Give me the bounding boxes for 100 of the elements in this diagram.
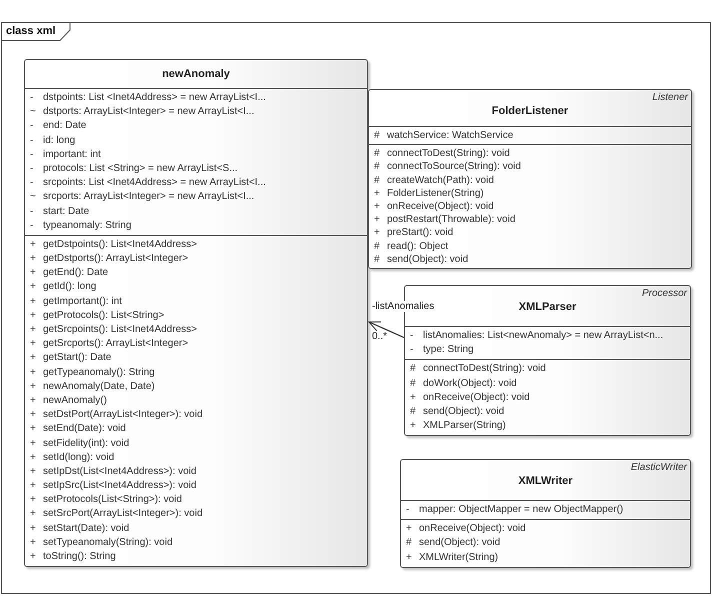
attribute-text: type: String (423, 343, 474, 358)
stereotype-label: ElasticWriter (630, 461, 688, 473)
visibility-symbol: + (29, 238, 37, 252)
visibility-symbol: + (405, 522, 413, 536)
operation-text: setSrcPort(ArrayList<Integer>): void (43, 507, 203, 522)
attribute-text: mapper: ObjectMapper = new ObjectMapper() (419, 503, 624, 517)
operation-text: XMLParser(String) (423, 419, 506, 434)
visibility-symbol: + (29, 550, 37, 564)
operation-text: getTypeanomaly(): String (43, 366, 155, 380)
operation-text: toString(): String (43, 550, 116, 564)
visibility-symbol: - (29, 91, 34, 105)
attribute-text: watchService: WatchService (387, 129, 514, 142)
visibility-symbol: ~ (29, 105, 37, 120)
class-box (368, 89, 692, 269)
visibility-symbol: + (29, 536, 37, 550)
visibility-symbol: - (29, 134, 34, 148)
visibility-symbol: - (29, 176, 34, 190)
visibility-symbol: + (29, 351, 37, 366)
visibility-symbol: + (409, 390, 417, 405)
visibility-symbol: # (373, 240, 381, 253)
visibility-symbol: + (29, 408, 37, 422)
visibility-symbol: + (373, 213, 381, 226)
operation-text: doWork(Object): void (423, 376, 517, 391)
operation-text: getSrcports(): ArrayList<Integer> (43, 337, 188, 352)
operation-text: connectToDest(String): void (423, 362, 546, 376)
operation-text: getDstports(): ArrayList<Integer> (43, 252, 188, 266)
visibility-symbol: + (29, 522, 37, 536)
operation-text: getStart(): Date (43, 351, 112, 366)
operation-text: getDstpoints(): List<Inet4Address> (43, 238, 197, 252)
class-box (24, 59, 368, 568)
class-name: FolderListener (492, 105, 568, 117)
visibility-symbol: + (29, 436, 37, 450)
attribute-text: srcpoints: List <Inet4Address> = new ArrayList<I... (43, 176, 266, 190)
role-label: -listAnomalies (372, 301, 434, 312)
attribute-text: typeanomaly: String (43, 218, 132, 233)
visibility-symbol: + (29, 280, 37, 294)
operation-text: getImportant(): int (43, 294, 122, 309)
operation-text: setStart(Date): void (43, 522, 130, 536)
attribute-text: id: long (43, 134, 76, 148)
operation-text: newAnomaly(Date, Date) (43, 380, 155, 394)
operation-text: setIpDst(List<Inet4Address>): void (43, 464, 196, 479)
visibility-symbol: # (373, 160, 381, 174)
stereotype-label: Listener (651, 91, 690, 103)
visibility-symbol: + (29, 308, 37, 323)
operation-text: read(): Object (387, 240, 448, 253)
visibility-symbol: # (373, 174, 381, 187)
operation-text: setProtocols(List<String>): void (43, 493, 182, 508)
operation-text: XMLWriter(String) (419, 550, 498, 565)
visibility-symbol: + (29, 507, 37, 522)
visibility-symbol: - (409, 343, 414, 358)
stereotype-label: Processor (640, 287, 688, 299)
operation-text: getProtocols(): List<String> (43, 308, 164, 323)
visibility-symbol: + (373, 200, 381, 214)
attribute-text: dstports: ArrayList<Integer> = new ArrayList<I... (43, 105, 254, 120)
visibility-symbol: + (29, 366, 37, 380)
visibility-symbol: + (29, 294, 37, 309)
operation-text: getSrcpoints(): List<Inet4Address> (43, 323, 197, 337)
multiplicity-label: 0..* (372, 331, 388, 342)
visibility-symbol: - (29, 218, 34, 233)
operation-text: send(Object): void (423, 404, 504, 419)
operation-text: getEnd(): Date (43, 266, 108, 280)
visibility-symbol: # (409, 404, 417, 419)
operation-text: setEnd(Date): void (43, 422, 126, 436)
operation-text: onReceive(Object): void (387, 200, 494, 214)
visibility-symbol: # (409, 376, 417, 391)
visibility-symbol: + (29, 266, 37, 280)
visibility-symbol: # (409, 362, 417, 376)
attribute-text: srcports: ArrayList<Integer> = new ArrayList<I... (43, 190, 254, 204)
visibility-symbol: - (29, 162, 34, 176)
visibility-symbol: + (409, 419, 417, 434)
class-name: XMLParser (518, 301, 576, 313)
visibility-symbol: - (29, 148, 34, 162)
visibility-symbol: + (29, 323, 37, 337)
attribute-text: important: int (43, 148, 101, 162)
visibility-symbol: # (373, 147, 381, 160)
visibility-symbol: + (29, 464, 37, 479)
operation-text: FolderListener(String) (387, 186, 484, 200)
class-name: XMLWriter (518, 475, 573, 487)
visibility-symbol: # (373, 252, 381, 266)
operation-text: setId(long): void (43, 450, 114, 465)
visibility-symbol: + (405, 550, 413, 565)
operation-text: preStart(): void (387, 226, 454, 240)
visibility-symbol: + (29, 337, 37, 352)
association-arrow (368, 321, 406, 339)
class-name: newAnomaly (162, 68, 230, 80)
visibility-symbol: + (29, 252, 37, 266)
attribute-text: protocols: List <String> = new ArrayList<S... (43, 162, 238, 176)
operation-text: createWatch(Path): void (387, 174, 494, 187)
operation-text: send(Object): void (419, 536, 500, 550)
operation-text: onReceive(Object): void (423, 390, 530, 405)
frame-border (1, 22, 711, 594)
visibility-symbol: + (29, 394, 37, 408)
visibility-symbol: + (373, 226, 381, 240)
visibility-symbol: # (373, 129, 381, 142)
operation-text: onReceive(Object): void (419, 522, 526, 536)
operation-text: connectToDest(String): void (387, 147, 510, 160)
visibility-symbol: - (29, 119, 34, 134)
visibility-symbol: - (405, 503, 410, 517)
class-box (400, 459, 691, 568)
attribute-text: end: Date (43, 119, 86, 134)
